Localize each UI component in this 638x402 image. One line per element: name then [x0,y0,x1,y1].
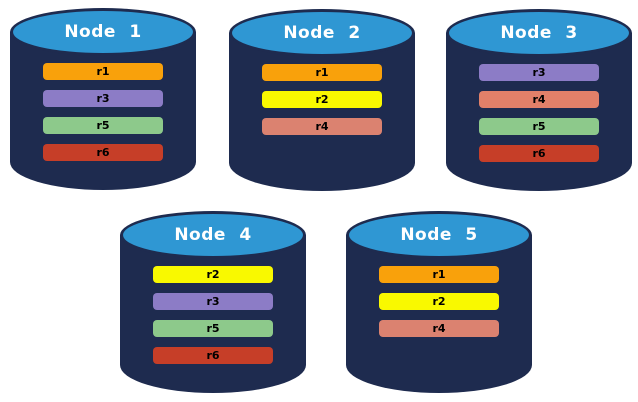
replica-bar: r1 [379,266,499,283]
replica-bar: r4 [262,118,382,135]
db-node-3: Node 3 r3 r4 r5 r6 [446,9,632,191]
node-title: Node 4 [174,225,252,245]
replica-bar: r3 [43,90,163,107]
replica-bar: r2 [262,91,382,108]
cylinder-top: Node 4 [120,211,306,259]
replica-bar: r4 [479,91,599,108]
cylinder-top: Node 5 [346,211,532,259]
replica-bar: r2 [153,266,273,283]
replica-bar: r1 [262,64,382,81]
replica-bar: r2 [379,293,499,310]
db-node-4: Node 4 r2 r3 r5 r6 [120,211,306,393]
cylinder-top: Node 2 [229,9,415,57]
replica-list: r3 r4 r5 r6 [479,64,599,162]
replica-bar: r6 [153,347,273,364]
cylinder-body [346,235,532,393]
node-title: Node 5 [400,225,478,245]
replica-bar: r5 [479,118,599,135]
cylinder-body [229,33,415,191]
replica-list: r2 r3 r5 r6 [153,266,273,364]
cylinder-body [446,33,632,191]
replica-bar: r1 [43,63,163,80]
replica-bar: r6 [479,145,599,162]
replica-bar: r5 [43,117,163,134]
db-node-1: Node 1 r1 r3 r5 r6 [10,8,196,190]
node-title: Node 3 [500,23,578,43]
replica-bar: r5 [153,320,273,337]
db-node-2: Node 2 r1 r2 r4 [229,9,415,191]
node-title: Node 1 [64,22,142,42]
db-node-5: Node 5 r1 r2 r4 [346,211,532,393]
cylinder-top: Node 3 [446,9,632,57]
replica-list: r1 r2 r4 [379,266,499,337]
replica-bar: r3 [153,293,273,310]
cylinder-body [120,235,306,393]
replica-list: r1 r2 r4 [262,64,382,135]
replica-list: r1 r3 r5 r6 [43,63,163,161]
replica-bar: r3 [479,64,599,81]
cylinder-body [10,32,196,190]
cylinder-top: Node 1 [10,8,196,56]
replica-bar: r6 [43,144,163,161]
replica-bar: r4 [379,320,499,337]
node-title: Node 2 [283,23,361,43]
